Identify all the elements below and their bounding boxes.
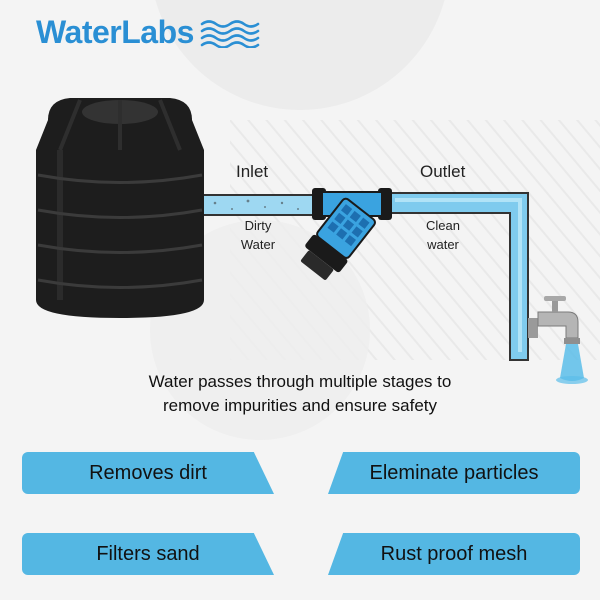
brand-logo: WaterLabs [36,14,262,51]
feature-rust-proof-mesh: Rust proof mesh [328,533,580,575]
faucet-icon [528,296,588,384]
feature-eliminate-particles: Eleminate particles [328,452,580,494]
water-tank [36,98,204,318]
inlet-label: Inlet [236,162,269,181]
water-wave-icon [200,19,260,48]
brand-name: WaterLabs [36,14,194,50]
y-strainer-filter [300,188,392,280]
feature-filters-sand: Filters sand [22,533,274,575]
feature-removes-dirt: Removes dirt [22,452,274,494]
caption: Water passes through multiple stages to … [148,372,452,415]
outlet-label: Outlet [420,162,466,181]
inlet-pipe [199,194,319,216]
